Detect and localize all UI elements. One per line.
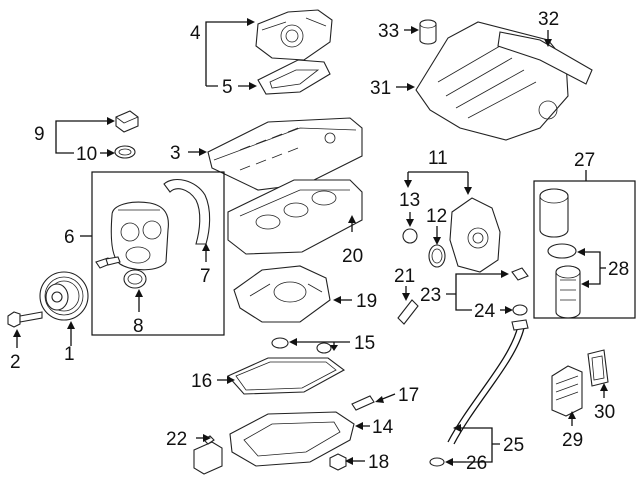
callout-22: 22 <box>166 429 187 450</box>
part-cap-seal <box>114 145 136 159</box>
part-21 <box>397 299 419 325</box>
callout-10: 10 <box>76 144 97 165</box>
callout-17: 17 <box>398 385 419 406</box>
callout-16: 16 <box>191 371 212 392</box>
part-cover-plug <box>95 256 121 269</box>
part-manifold-gasket <box>497 31 593 85</box>
callout-8: 8 <box>133 316 144 337</box>
callouts: 1 2 3 4 5 6 7 8 9 10 11 12 13 14 15 16 1… <box>10 9 629 474</box>
callout-24: 24 <box>474 301 496 322</box>
callout-7: 7 <box>200 266 211 287</box>
callout-3: 3 <box>170 143 181 164</box>
part-cam-gasket <box>257 59 331 95</box>
callout-26: 26 <box>466 453 487 474</box>
part-drain-bolt <box>329 453 347 471</box>
callout-23: 23 <box>420 285 441 306</box>
part-cam-cover <box>255 9 333 61</box>
callout-5: 5 <box>222 77 233 98</box>
callout-15: 15 <box>354 333 375 354</box>
part-oil-cap <box>115 110 139 133</box>
group-box-27 <box>533 180 636 319</box>
part-cooler-gasket <box>587 349 609 387</box>
part-timing-cover <box>110 201 169 271</box>
part-oil-baffle <box>233 265 331 323</box>
part-seal-24 <box>512 304 528 316</box>
callout-1: 1 <box>64 344 75 365</box>
part-oil-pan <box>229 411 355 467</box>
part-oil-sensor <box>193 435 223 475</box>
group-box-6 <box>91 171 225 336</box>
part-engine-block <box>227 179 363 255</box>
callout-32: 32 <box>538 9 559 30</box>
callout-30: 30 <box>594 402 615 423</box>
part-cover-gasket <box>163 179 211 245</box>
part-cylinder-head <box>207 117 363 191</box>
part-23 <box>511 267 529 281</box>
callout-29: 29 <box>562 430 583 451</box>
part-oring-8 <box>123 269 147 289</box>
callout-9: 9 <box>34 124 45 145</box>
callout-14: 14 <box>372 417 394 438</box>
callout-4: 4 <box>190 23 201 44</box>
callout-18: 18 <box>368 452 389 473</box>
part-seal-12 <box>428 244 446 268</box>
part-filter-oring <box>547 243 577 259</box>
callout-13: 13 <box>399 190 420 211</box>
part-17 <box>351 395 375 411</box>
part-crank-pulley <box>39 271 89 321</box>
callout-31: 31 <box>370 78 391 99</box>
part-filter-element <box>555 265 581 319</box>
callout-33: 33 <box>378 21 399 42</box>
callout-27: 27 <box>574 150 595 171</box>
part-oil-filter-housing <box>539 188 569 238</box>
leader-lines <box>13 18 608 466</box>
part-seal-13 <box>402 228 418 244</box>
part-seal-26 <box>429 457 445 467</box>
callout-25: 25 <box>503 435 524 456</box>
callout-6: 6 <box>64 227 75 248</box>
callout-12: 12 <box>426 206 447 227</box>
part-oil-pan-gasket <box>227 357 346 395</box>
callout-20: 20 <box>342 246 363 267</box>
callout-28: 28 <box>608 259 629 280</box>
part-oil-cooler <box>551 365 583 417</box>
callout-21: 21 <box>394 266 415 287</box>
part-timing-case <box>449 197 501 273</box>
part-pulley-bolt <box>7 311 43 328</box>
part-seal-15 <box>271 337 332 354</box>
part-33 <box>419 19 437 45</box>
callout-11: 11 <box>428 148 448 169</box>
callout-2: 2 <box>10 352 21 373</box>
callout-19: 19 <box>356 291 377 312</box>
